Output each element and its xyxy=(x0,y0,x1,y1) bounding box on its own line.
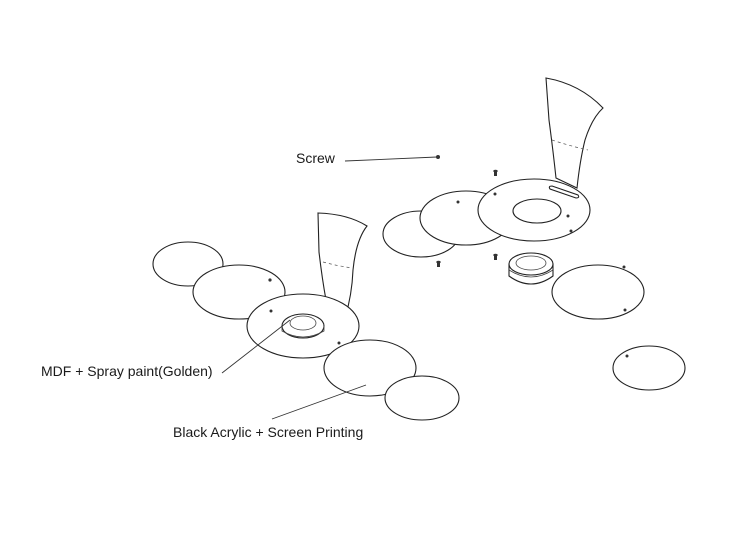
right-hub-hole-3 xyxy=(493,192,497,196)
left-hub-hole-2 xyxy=(337,341,341,345)
right-fan-blade xyxy=(545,77,604,189)
left-disc-tip xyxy=(384,375,460,421)
left-hub-core-side xyxy=(281,326,325,338)
label-mdf: MDF + Spray paint(Golden) xyxy=(41,363,213,379)
right-disc-front-hole-2 xyxy=(623,308,627,312)
left-hub-hole-1 xyxy=(269,309,273,313)
screw-mid xyxy=(493,253,498,260)
left-fan-blade-fold xyxy=(322,261,353,269)
right-assembly xyxy=(382,77,686,391)
screw-left xyxy=(436,260,441,267)
left-disc-rear-hole xyxy=(268,278,272,282)
screw-top xyxy=(493,169,498,176)
label-acrylic: Black Acrylic + Screen Printing xyxy=(173,424,363,440)
callout-acrylic: Black Acrylic + Screen Printing xyxy=(173,384,367,440)
left-fan-blade xyxy=(317,212,368,320)
callout-screw: Screw xyxy=(296,150,440,166)
right-hub-core xyxy=(508,252,554,285)
right-hub-hole-2 xyxy=(569,229,573,233)
right-disc-mid-hole xyxy=(456,200,460,204)
label-screw: Screw xyxy=(296,150,336,166)
right-disc-front-hole-1 xyxy=(622,265,626,269)
left-disc-front xyxy=(323,339,417,397)
right-fan-blade-fold xyxy=(551,139,589,151)
right-disc-tip-hole xyxy=(625,354,629,358)
right-disc-tip xyxy=(612,345,686,391)
right-disc-front xyxy=(551,264,645,320)
left-hub-core-top xyxy=(289,315,317,331)
right-hub-hole-1 xyxy=(566,214,570,218)
left-assembly xyxy=(152,212,460,421)
right-hub-ring-inner xyxy=(512,198,562,224)
callout-mdf: MDF + Spray paint(Golden) xyxy=(41,319,291,379)
right-hub-slot xyxy=(548,185,580,199)
